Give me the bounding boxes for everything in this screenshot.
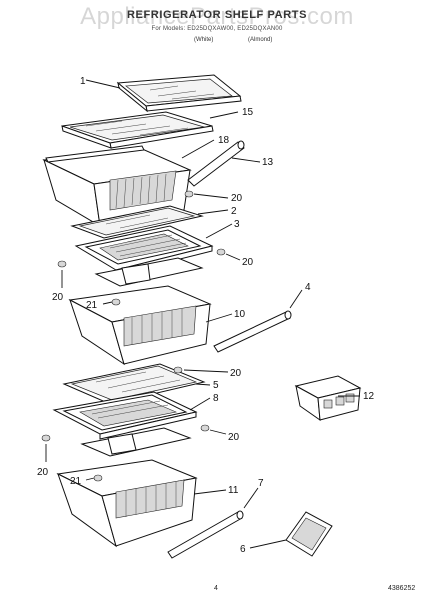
- part-2-glass-insert[interactable]: [70, 205, 204, 239]
- part-15-glass-shelf[interactable]: [61, 111, 214, 149]
- part-6-frame[interactable]: [285, 511, 333, 557]
- part-13-rod[interactable]: [187, 140, 245, 187]
- callout-21a: 21: [86, 300, 98, 311]
- part-number: 4386252: [388, 585, 415, 592]
- lower-drawer-cover-tray: [80, 427, 192, 457]
- part-11-crisper-drawer[interactable]: [56, 459, 198, 548]
- page-number: 4: [214, 585, 218, 592]
- part-4-rod[interactable]: [213, 310, 292, 353]
- callout-13: 13: [262, 157, 274, 168]
- callout-labels: 1 15 18 13 20 2 3 20 20 21 4 10 20 5 12 …: [37, 76, 375, 555]
- watermark: AppliancePartsPros.com: [80, 3, 354, 30]
- callout-20f: 20: [37, 467, 49, 478]
- callout-20e: 20: [228, 432, 240, 443]
- color-white-label: (White): [194, 37, 214, 43]
- callout-12: 12: [363, 391, 375, 402]
- callout-2: 2: [231, 206, 237, 217]
- models-line: For Models: ED25DQXAW00, ED25DQXAN00: [151, 26, 283, 32]
- part-8-shelf-frame[interactable]: [52, 391, 198, 440]
- callout-15: 15: [242, 107, 254, 118]
- callout-20c: 20: [52, 292, 64, 303]
- callout-21b: 21: [70, 476, 82, 487]
- part-5-glass-insert[interactable]: [62, 363, 206, 405]
- diagram-title: REFRIGERATOR SHELF PARTS: [126, 9, 308, 21]
- part-1-glass-shelf[interactable]: [116, 74, 242, 113]
- callout-3: 3: [234, 219, 240, 230]
- color-almond-label: (Almond): [248, 37, 273, 43]
- drawer-cover-tray: [94, 257, 204, 287]
- callout-8: 8: [213, 393, 219, 404]
- callout-11: 11: [228, 485, 239, 496]
- callout-18: 18: [218, 135, 230, 146]
- part-20-screws[interactable]: [41, 190, 226, 442]
- callout-20a: 20: [231, 193, 243, 204]
- callout-10: 10: [234, 309, 246, 320]
- part-7-rod[interactable]: [167, 510, 244, 559]
- callout-7: 7: [258, 478, 264, 489]
- leader-lines: [45, 79, 360, 549]
- callout-1: 1: [80, 76, 86, 87]
- callout-20d: 20: [230, 368, 242, 379]
- part-12-bin[interactable]: [294, 375, 362, 422]
- part-10-crisper-drawer[interactable]: [68, 285, 212, 366]
- callout-20b: 20: [242, 257, 254, 268]
- part-21-screws[interactable]: [93, 298, 121, 482]
- callout-6: 6: [240, 544, 246, 555]
- callout-4: 4: [305, 282, 311, 293]
- callout-5: 5: [213, 380, 219, 391]
- part-18-crisper-drawer[interactable]: [42, 145, 192, 227]
